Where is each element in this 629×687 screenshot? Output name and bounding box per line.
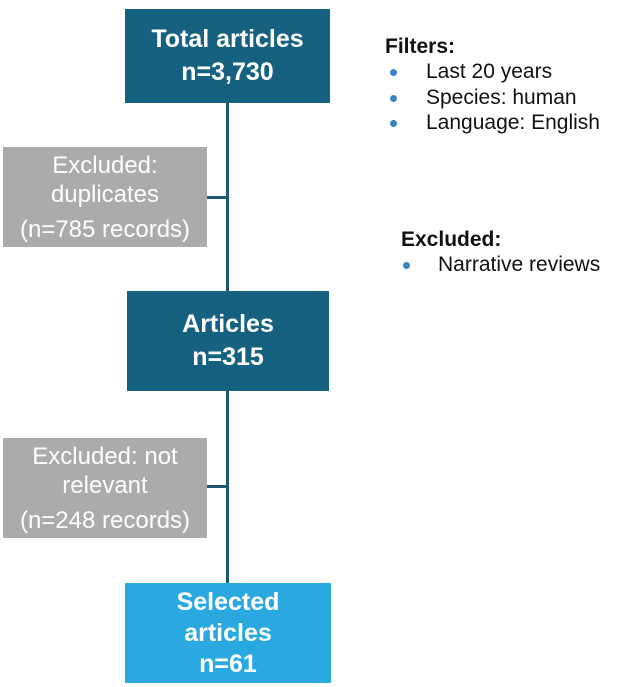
bullet-icon	[390, 69, 397, 76]
node-selected-articles: Selected articles n=61	[125, 583, 331, 683]
bullet-icon	[390, 94, 397, 102]
list-item: Species: human	[385, 85, 625, 111]
node-excluded-duplicates-label-1: Excluded:	[52, 151, 158, 179]
node-excluded-not-relevant-label-1: Excluded: not	[32, 442, 178, 470]
node-total-articles-count: n=3,730	[181, 58, 274, 86]
node-selected-articles-label-1: Selected	[176, 587, 280, 616]
filter-item-label: Last 20 years	[426, 60, 553, 83]
node-selected-articles-label-2: articles	[184, 618, 272, 647]
connector-to-excluded-duplicates	[206, 196, 228, 199]
filters-note: Filters: Last 20 years Species: human La…	[385, 34, 625, 136]
node-excluded-duplicates-count: (n=785 records)	[19, 215, 191, 243]
bullet-icon	[403, 262, 410, 269]
node-total-articles-label: Total articles	[151, 25, 304, 53]
node-selected-articles-count: n=61	[199, 649, 257, 678]
node-excluded-not-relevant-count: (n=248 records)	[19, 506, 191, 534]
node-excluded-not-relevant: Excluded: not relevant (n=248 records)	[3, 438, 207, 538]
excluded-note: Excluded: Narrative reviews	[401, 227, 626, 278]
node-excluded-duplicates-label-2: duplicates	[50, 180, 160, 208]
filters-heading: Filters:	[385, 35, 456, 58]
connector-to-excluded-not-relevant	[206, 485, 228, 488]
node-articles: Articles n=315	[127, 291, 329, 391]
node-total-articles: Total articles n=3,730	[125, 9, 330, 103]
node-articles-count: n=315	[192, 343, 264, 371]
list-item: Language: English	[385, 110, 625, 136]
excluded-item-label: Narrative reviews	[438, 253, 601, 276]
filter-item-label: Language: English	[426, 111, 600, 134]
excluded-heading: Excluded:	[401, 228, 502, 251]
list-item: Last 20 years	[385, 59, 625, 85]
node-excluded-duplicates: Excluded: duplicates (n=785 records)	[3, 147, 207, 247]
node-excluded-not-relevant-label-2: relevant	[62, 471, 148, 499]
filter-item-label: Species: human	[426, 85, 577, 109]
node-articles-label: Articles	[182, 310, 274, 338]
list-item: Narrative reviews	[401, 252, 626, 278]
bullet-icon	[390, 120, 397, 127]
